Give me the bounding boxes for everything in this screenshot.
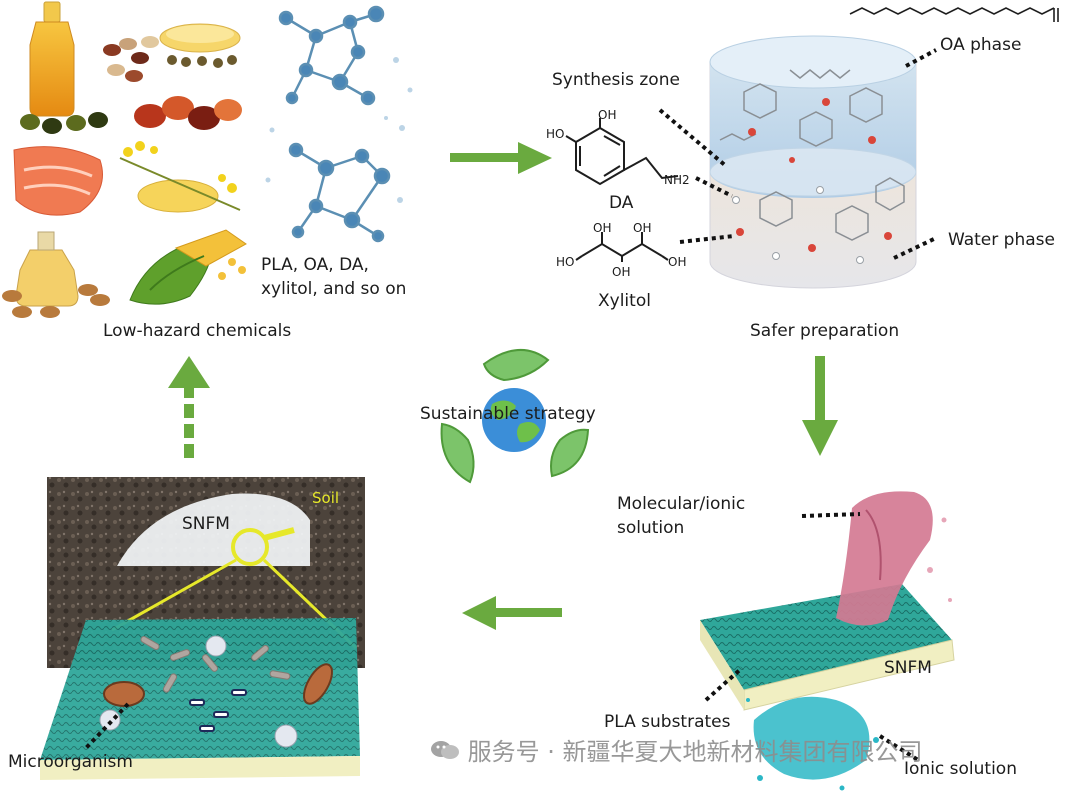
xylitol-oh-1: HO — [556, 255, 575, 269]
molecular-ionic-label-line1: Molecular/ionic — [617, 494, 746, 514]
safer-preparation-label: Safer preparation — [750, 321, 900, 341]
microorganism-label: Microorganism — [8, 752, 133, 772]
molecular-ionic-label-line2: solution — [617, 518, 685, 538]
molecular-network-illustration — [265, 5, 413, 243]
leader-microorganism — [84, 702, 130, 750]
two-phase-reactor — [709, 35, 917, 289]
da-label: DA — [609, 193, 634, 213]
dopamine-structure — [565, 118, 679, 186]
snfm-soil-label: SNFM — [182, 514, 230, 534]
xylitol-oh-3: OH — [612, 265, 631, 279]
ionic-solution-label: Ionic solution — [904, 759, 1017, 779]
sustainable-strategy-emblem — [440, 348, 590, 484]
xylitol-oh-2: OH — [593, 221, 612, 235]
membrane-coating-panel — [700, 491, 955, 791]
synthesis-zone-label: Synthesis zone — [552, 70, 680, 90]
da-nh2-label: NH2 — [664, 173, 690, 187]
snfm-membrane-label: SNFM — [884, 658, 932, 678]
xylitol-structure — [575, 232, 669, 262]
wechat-icon — [430, 739, 460, 761]
watermark: 服务号 · 新疆华夏大地新材料集团有限公司 — [430, 732, 923, 767]
oleic-acid-structure — [849, 7, 1059, 22]
low-hazard-chemicals-illustration — [2, 1, 247, 318]
oa-phase-label: OA phase — [940, 35, 1022, 55]
soil-label: Soil — [312, 489, 340, 507]
arrow-to-coating — [802, 356, 838, 456]
chemical-list-line2: xylitol, and so on — [261, 279, 407, 299]
xylitol-oh-5: OH — [668, 255, 687, 269]
da-ho-label: HO — [546, 127, 565, 141]
xylitol-oh-4: OH — [633, 221, 652, 235]
watermark-text: 服务号 · 新疆华夏大地新材料集团有限公司 — [467, 738, 923, 766]
arrow-to-chemicals — [168, 356, 210, 458]
xylitol-label: Xylitol — [598, 291, 651, 311]
leader-lines-bottom — [704, 512, 920, 762]
da-oh-label: OH — [598, 108, 617, 122]
leader-lines-top — [658, 48, 937, 260]
pla-substrates-label: PLA substrates — [604, 712, 731, 732]
low-hazard-chemicals-label: Low-hazard chemicals — [103, 321, 292, 341]
arrow-to-degradation — [462, 596, 562, 630]
chemical-list-line1: PLA, OA, DA, — [261, 255, 369, 275]
water-phase-label: Water phase — [948, 230, 1055, 250]
arrow-to-preparation — [450, 142, 552, 174]
sustainable-strategy-label: Sustainable strategy — [420, 404, 596, 424]
soil-degradation-panel — [40, 477, 365, 780]
